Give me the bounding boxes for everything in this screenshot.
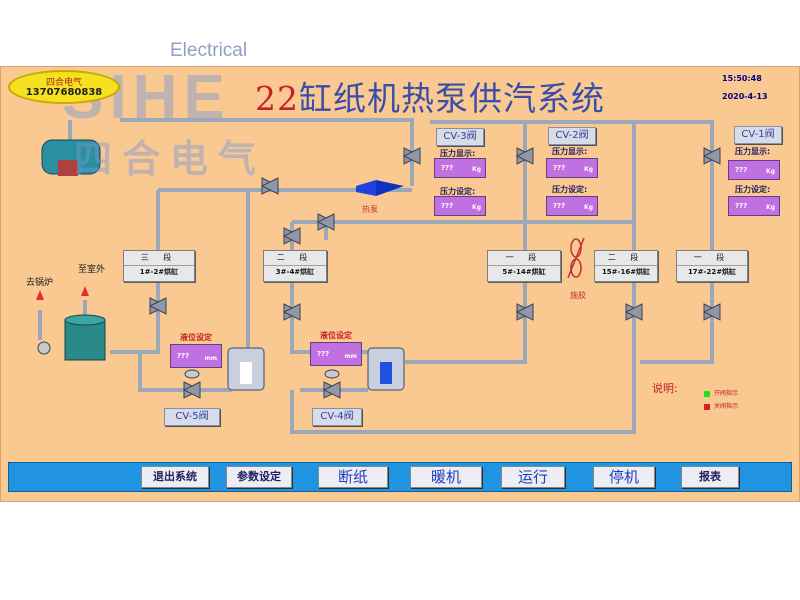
exit-system-button[interactable]: 退出系统 [141, 466, 209, 488]
heat-pump-icon [356, 180, 376, 196]
level-set-label: 液位设定 [180, 333, 212, 342]
to-boiler-label: 去锅炉 [26, 278, 54, 288]
level-set-field[interactable]: ??? mm [310, 342, 362, 366]
param-settings-button[interactable]: 参数设定 [226, 466, 292, 488]
paper-break-button[interactable]: 断纸 [318, 466, 388, 488]
valve-cv4-button[interactable]: CV-4阀 [312, 408, 362, 426]
valve-cv1-button[interactable]: CV-1阀 [734, 126, 782, 144]
bottom-toolbar: 退出系统 参数设定 断纸 暖机 运行 停机 报表 [8, 462, 792, 492]
felt-icon [567, 237, 585, 279]
pressure-display-label: 压力显示: [440, 149, 476, 158]
pressure-set-label: 压力设定: [735, 185, 771, 194]
pump-icon [37, 341, 51, 355]
level-set-label: 液位设定 [320, 331, 352, 340]
dryer-group[interactable]: 一 段 5#-14#烘缸 [487, 250, 561, 282]
watermark-top: Electrical [170, 40, 248, 61]
dryer-group[interactable]: 三 段 1#-2#烘缸 [123, 250, 195, 282]
dryer-group[interactable]: 二 段 3#-4#烘缸 [263, 250, 327, 282]
feed-tank [64, 319, 106, 361]
page-title: 22缸纸机热泵供汽系统 [255, 72, 605, 120]
clock-time: 15:50:48 [722, 74, 762, 83]
dryer-group[interactable]: 一 段 17#-22#烘缸 [676, 250, 748, 282]
watermark-cn: 四合电气 [74, 137, 267, 181]
valve-cv5-button[interactable]: CV-5阀 [164, 408, 220, 426]
clock-date: 2020-4-13 [722, 92, 768, 101]
pressure-display-field[interactable]: ??? Kg [546, 158, 598, 178]
company-name: 四合电气 [45, 78, 82, 88]
close-indicator-icon [704, 403, 710, 410]
open-indicator-icon [704, 390, 710, 397]
valve-cv2-button[interactable]: CV-2阀 [548, 127, 596, 145]
pressure-set-label: 压力设定: [440, 187, 476, 196]
level-set-field[interactable]: ??? mm [170, 344, 222, 368]
valve-cv3-button[interactable]: CV-3阀 [436, 128, 484, 146]
company-badge: 四合电气 13707680838 [8, 70, 120, 104]
report-button[interactable]: 报表 [681, 466, 739, 488]
to-outdoor-label: 至室外 [78, 265, 106, 275]
legend-close: 关阀指示 [704, 401, 738, 410]
pressure-set-field[interactable]: ??? Kg [546, 196, 598, 216]
legend-open: 开阀指示 [704, 388, 738, 397]
pressure-display-label: 压力显示: [735, 147, 771, 156]
heat-pump-label: 热泵 [362, 205, 378, 214]
dryer-group[interactable]: 二 段 15#-16#烘缸 [594, 250, 658, 282]
stop-button[interactable]: 停机 [593, 466, 655, 488]
felt-label: 施胶 [570, 291, 586, 300]
warm-up-button[interactable]: 暖机 [410, 466, 482, 488]
title-number: 22 [255, 79, 299, 118]
run-button[interactable]: 运行 [501, 466, 565, 488]
legend-title: 说明: [652, 382, 678, 395]
pressure-set-label: 压力设定: [552, 185, 588, 194]
pressure-set-field[interactable]: ??? Kg [728, 196, 780, 216]
company-phone: 13707680838 [25, 87, 103, 98]
pressure-display-field[interactable]: ??? Kg [434, 158, 486, 178]
pressure-display-label: 压力显示: [552, 147, 588, 156]
scada-panel [0, 66, 800, 502]
title-text: 缸纸机热泵供汽系统 [299, 79, 605, 118]
pressure-display-field[interactable]: ??? Kg [728, 160, 780, 180]
pressure-set-field[interactable]: ??? Kg [434, 196, 486, 216]
